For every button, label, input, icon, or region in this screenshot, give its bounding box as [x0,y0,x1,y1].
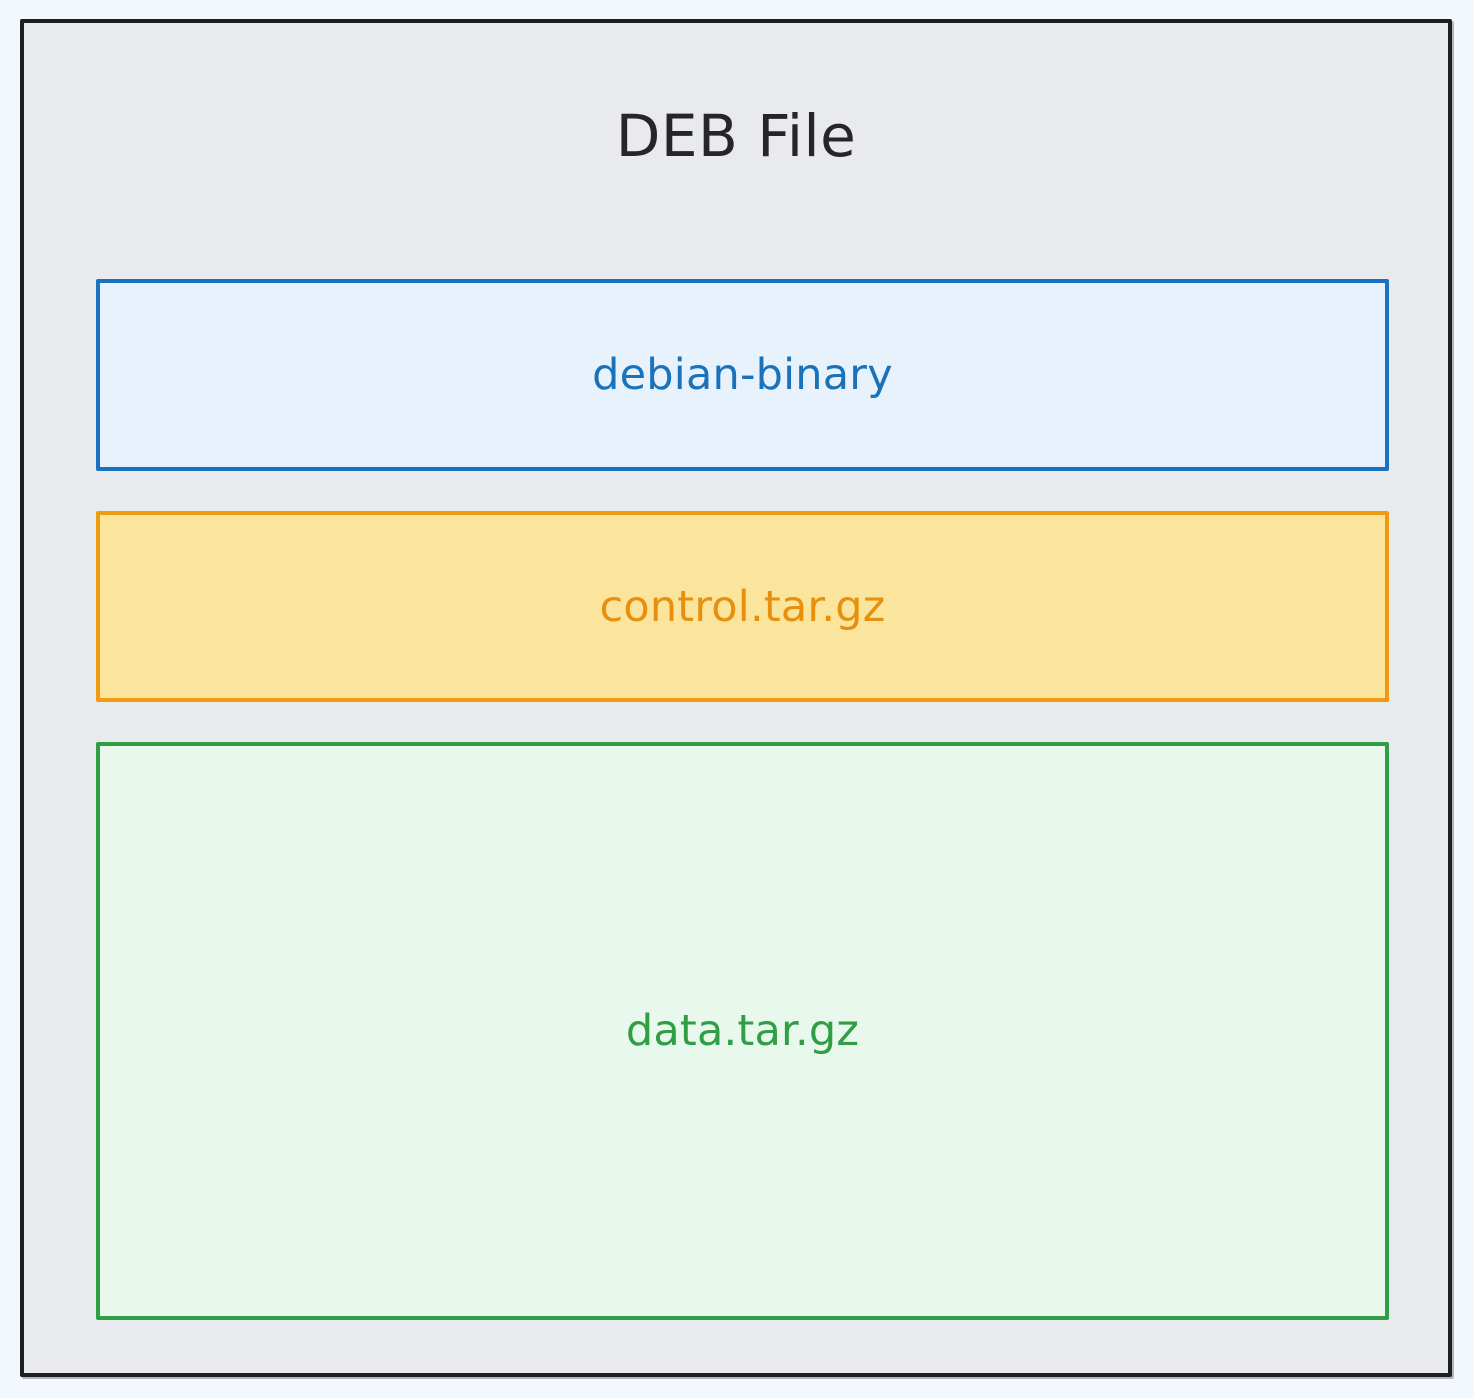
page-title: DEB File [615,102,857,170]
member-label-control-tar-gz: control.tar.gz [599,581,886,632]
member-box-control-tar-gz: control.tar.gz [96,511,1389,702]
member-label-data-tar-gz: data.tar.gz [625,1006,860,1056]
member-box-data-tar-gz: data.tar.gz [96,742,1389,1320]
deb-file-container: DEB File debian-binary control.tar.gz da… [20,19,1452,1377]
member-label-debian-binary: debian-binary [592,350,893,400]
member-box-debian-binary: debian-binary [96,279,1389,471]
